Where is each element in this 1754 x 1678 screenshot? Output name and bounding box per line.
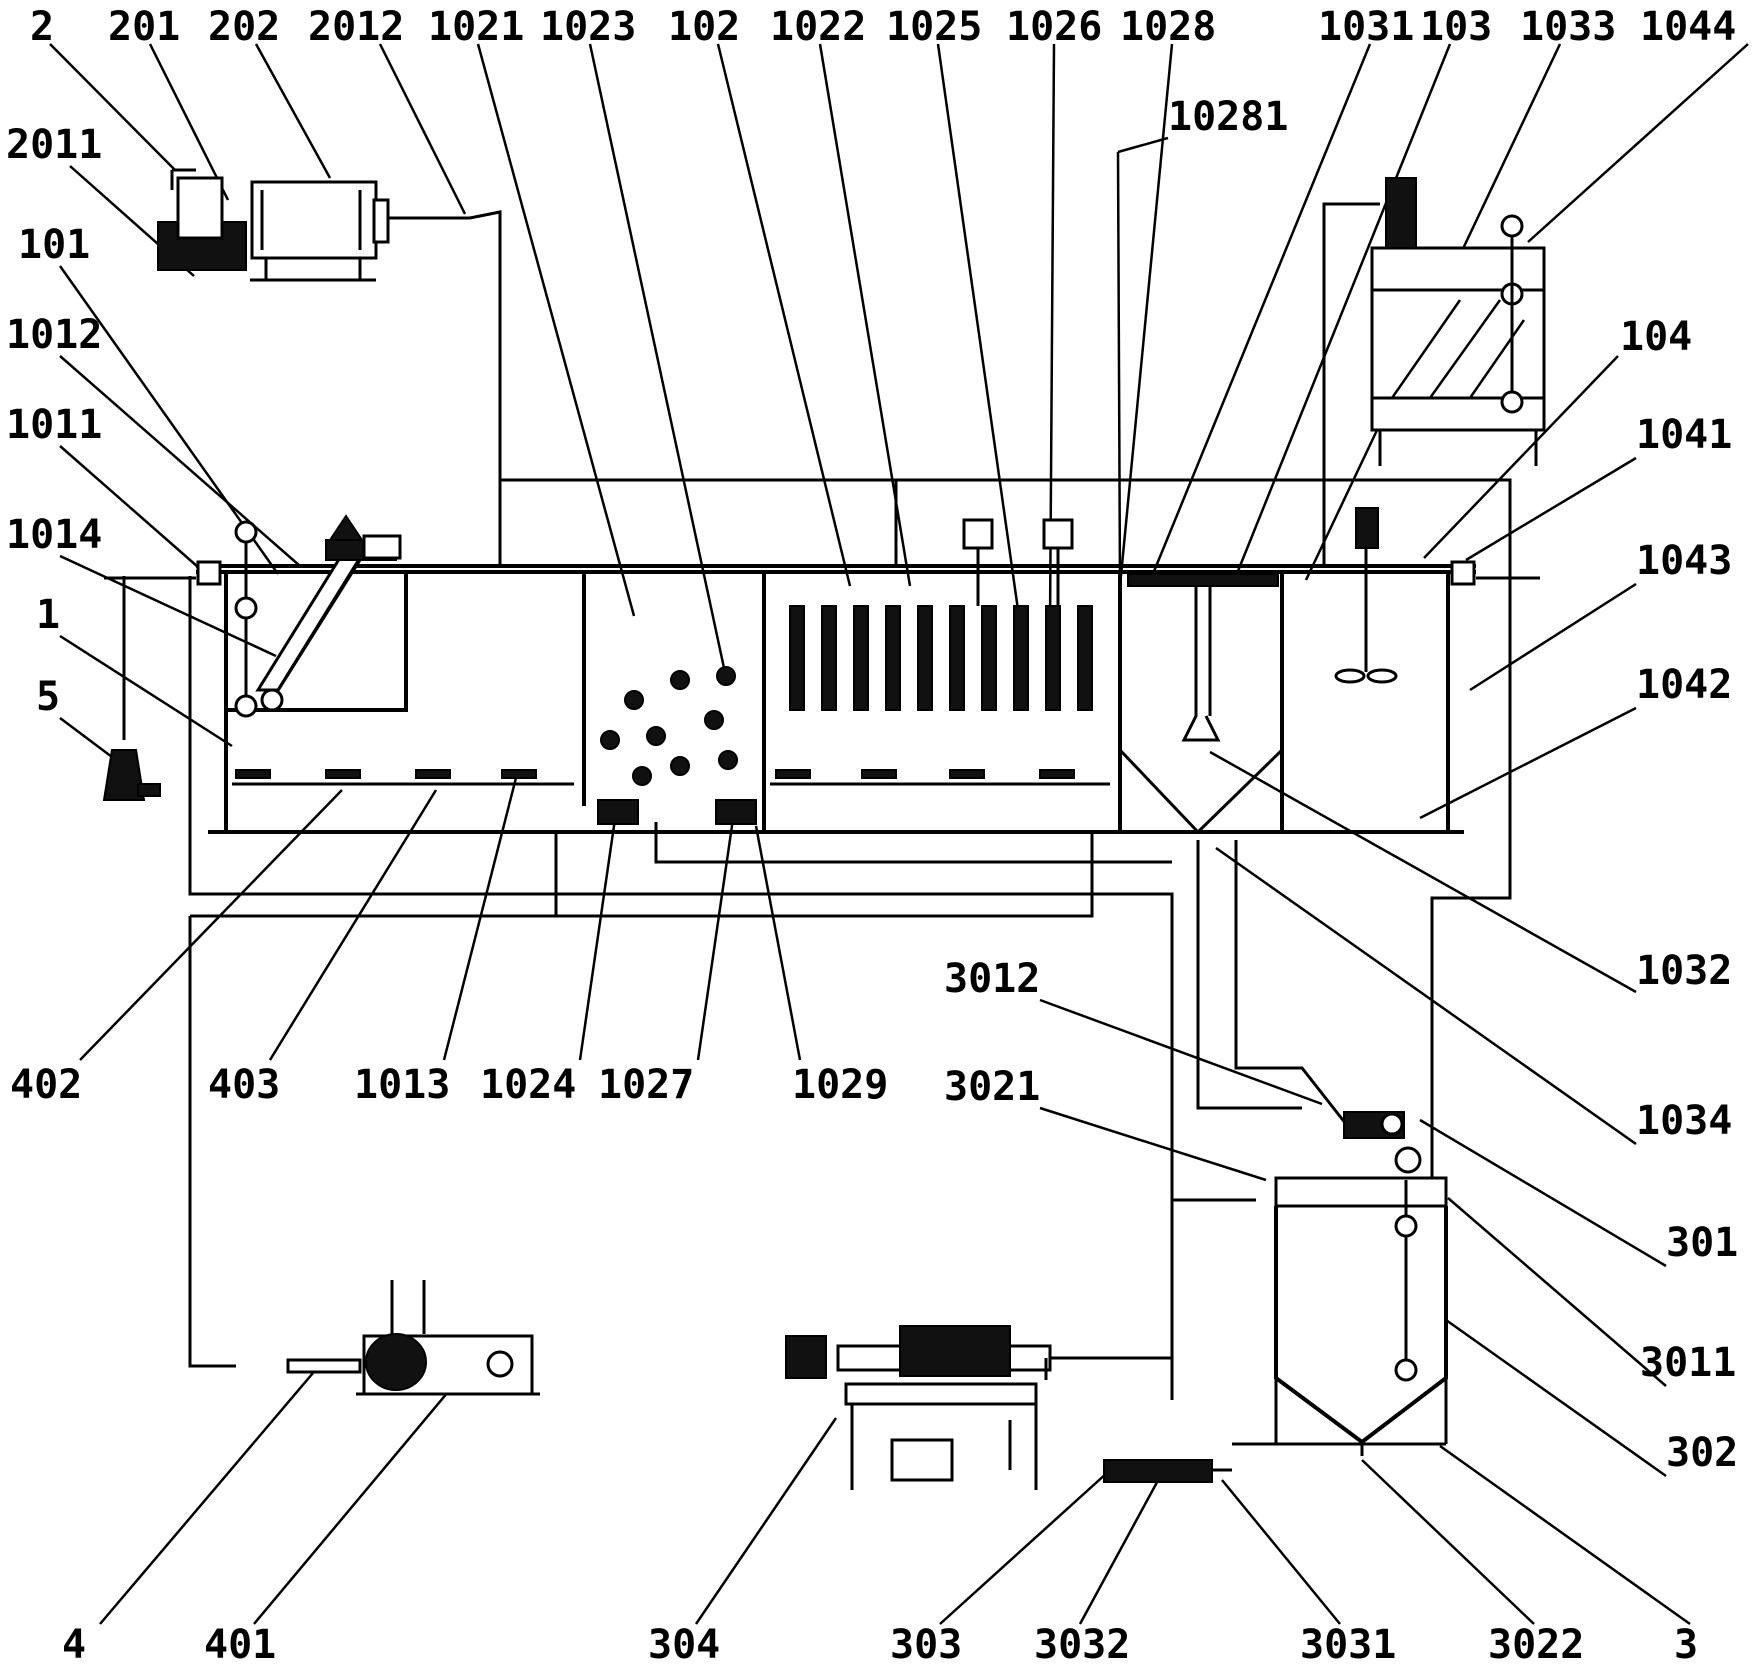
label-201: 201 [108,4,180,50]
label-202: 202 [208,4,280,50]
label-403: 403 [208,1062,280,1108]
label-301: 301 [1666,1220,1738,1266]
label-3022: 3022 [1488,1622,1584,1668]
label-1028: 1028 [1120,4,1216,50]
leader-lines [49,43,1749,1626]
inlet-pump [102,749,161,801]
label-103: 103 [1420,4,1492,50]
filter-media [600,666,738,786]
label-1041: 1041 [1636,412,1732,458]
label-102: 102 [668,4,740,50]
label-1032: 1032 [1636,948,1732,994]
label-1033: 1033 [1520,4,1616,50]
label-5: 5 [36,674,60,720]
label-303: 303 [890,1622,962,1668]
label-304: 304 [648,1622,720,1668]
label-1011: 1011 [6,402,102,448]
label-3031: 3031 [1300,1622,1396,1668]
label-2012: 2012 [308,4,404,50]
filter-press [785,1325,1052,1490]
label-1022: 1022 [770,4,866,50]
label-1: 1 [36,592,60,638]
label-3012: 3012 [944,956,1040,1002]
label-1023: 1023 [540,4,636,50]
label-1012: 1012 [6,312,102,358]
label-402: 402 [10,1062,82,1108]
label-1029: 1029 [792,1062,888,1108]
label-1031: 1031 [1318,4,1414,50]
label-1013: 1013 [354,1062,450,1108]
membrane-modules [789,518,1093,711]
label-1043: 1043 [1636,538,1732,584]
label-104: 104 [1620,314,1692,360]
label-1014: 1014 [6,512,102,558]
screw-pump-303 [1103,1459,1232,1483]
label-401: 401 [204,1622,276,1668]
label-1027: 1027 [598,1062,694,1108]
label-3011: 3011 [1640,1340,1736,1386]
label-3: 3 [1674,1622,1698,1668]
label-3032: 3032 [1034,1622,1130,1668]
label-1042: 1042 [1636,662,1732,708]
label-10281: 10281 [1168,94,1288,140]
settler-internals [1127,573,1279,742]
blower-unit [157,168,390,282]
aeration-diffusers [235,769,1075,825]
label-1021: 1021 [428,4,524,50]
label-1034: 1034 [1636,1098,1732,1144]
label-1024: 1024 [480,1062,576,1108]
mixer [1334,507,1398,684]
label-2: 2 [30,4,54,50]
reference-labels: 2 201 202 2012 1021 1023 102 1022 1025 1… [6,4,1738,1668]
label-1026: 1026 [1006,4,1102,50]
sludge-tank-302 [1274,1146,1448,1446]
dosing-tank [1370,177,1546,466]
label-3021: 3021 [944,1064,1040,1110]
label-1044: 1044 [1640,4,1736,50]
label-101: 101 [18,222,90,268]
piping [104,202,1540,1456]
sludge-pump-301 [1343,1111,1405,1139]
label-4: 4 [62,1622,86,1668]
bar-screen [234,514,402,718]
main-tank [196,560,1476,835]
label-2011: 2011 [6,122,102,168]
label-302: 302 [1666,1430,1738,1476]
air-blower-401 [286,1280,540,1396]
label-1025: 1025 [886,4,982,50]
